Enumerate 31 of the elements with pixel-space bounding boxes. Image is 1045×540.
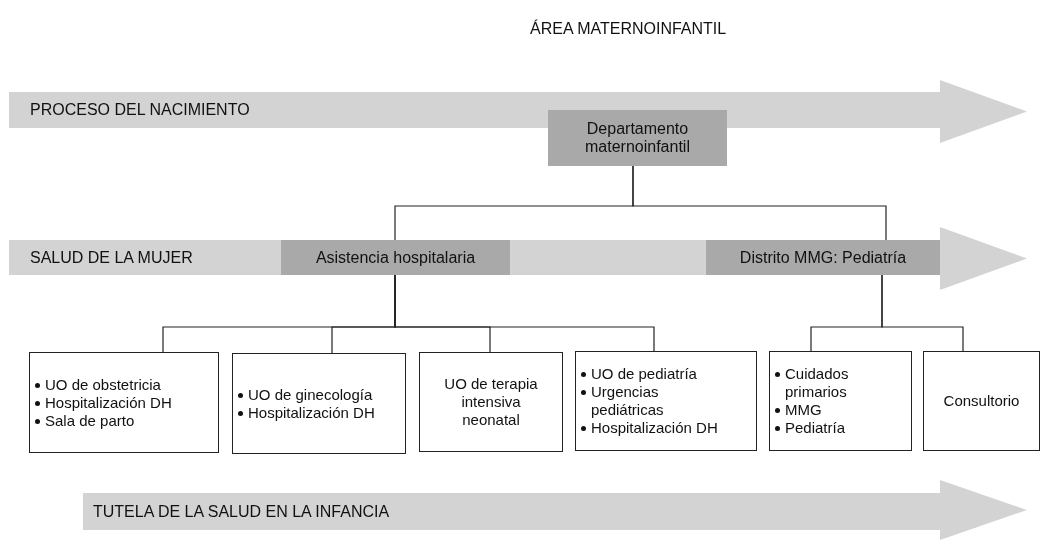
bullet-text: Hospitalización DH [45,393,172,411]
band-label: SALUD DE LA MUJER [30,248,193,267]
bullet-text: UO de obstetricia [45,375,161,393]
unit-box [419,352,563,452]
unit-box [232,353,406,454]
unit-box [923,351,1040,451]
connector-line [881,274,964,352]
bullet-text: Cuidados primarios [785,365,849,400]
bullet-text: Hospitalización DH [248,403,375,421]
unit-box [769,351,912,451]
diagram-title: ÁREA MATERNOINFANTIL [530,20,727,38]
bullet-text: MMG [785,401,822,418]
unit-header: Distrito MMG: Pediatría [706,240,940,275]
bullet-text: UO de ginecología [248,385,373,403]
band-label: TUTELA DE LA SALUD EN LA INFANCIA [93,502,390,521]
process-band [83,480,1027,540]
unit-name: Consultorio [943,392,1020,410]
bullet-text: UO de pediatría [591,365,697,382]
unit-name: UO de terapia intensiva neonatal [443,375,539,429]
connector-line [394,274,655,352]
bullet-text: Sala de parto [45,411,135,429]
unit-box [29,352,219,453]
band-label: PROCESO DEL NACIMIENTO [30,101,250,119]
bullet-text: Pediatría [785,419,846,436]
connector-line [632,165,887,241]
unit-header: Departamento maternoinfantil [548,110,727,166]
unit-box [575,351,757,451]
process-band [9,227,1027,290]
bullet-text: Hospitalización DH [591,419,718,436]
unit-header: Asistencia hospitalaria [281,240,510,275]
bullet-text: Urgencias pediátricas [591,383,664,418]
